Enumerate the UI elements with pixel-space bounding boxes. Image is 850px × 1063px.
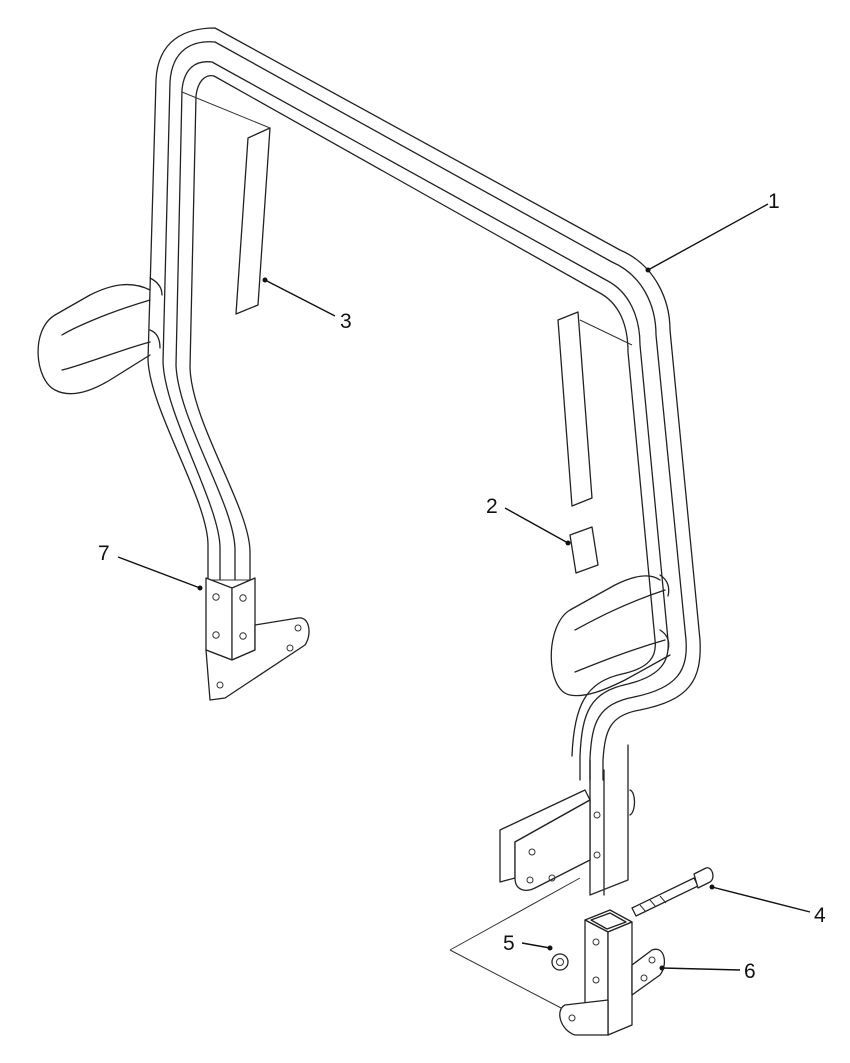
left-mounting-bracket [205, 577, 310, 701]
callout-5: 5 [503, 932, 515, 955]
callout-7: 7 [98, 542, 110, 565]
callout-2: 2 [486, 495, 498, 518]
decal-small [569, 526, 599, 574]
right-mounting-bracket [499, 789, 666, 1036]
decal-strip-left [235, 127, 271, 315]
nut [551, 953, 569, 971]
callout-6: 6 [744, 960, 756, 983]
callout-leaders [117, 203, 811, 971]
callout-4: 4 [814, 904, 826, 927]
roll-bar-frame [37, 27, 701, 1011]
decal-strip-right [557, 311, 593, 507]
bolt [631, 867, 714, 917]
callout-3: 3 [340, 310, 352, 333]
callout-1: 1 [768, 190, 780, 213]
